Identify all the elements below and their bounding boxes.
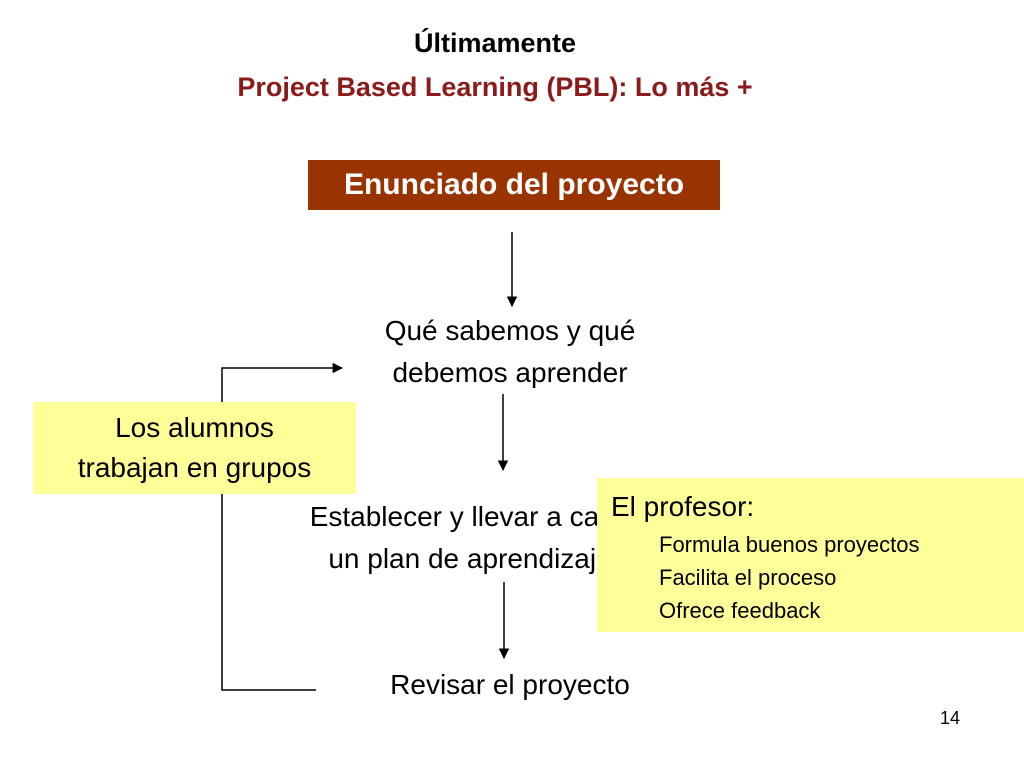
teacher-note: El profesor: Formula buenos proyectos Fa… xyxy=(597,478,1024,632)
step-know-and-learn-line2: debemos aprender xyxy=(392,357,628,388)
students-note-line2: trabajan en grupos xyxy=(77,452,312,483)
teacher-note-list: Formula buenos proyectos Facilita el pro… xyxy=(611,528,1024,627)
slide-title: Últimamente xyxy=(413,28,577,58)
step-know-and-learn: Qué sabemos y qué debemos aprender xyxy=(310,310,710,394)
step-review-project: Revisar el proyecto xyxy=(390,669,630,700)
slide-subtitle: Project Based Learning (PBL): Lo más + xyxy=(237,72,753,102)
students-note: Los alumnos trabajan en grupos xyxy=(33,402,356,494)
teacher-note-item: Formula buenos proyectos xyxy=(659,532,920,557)
teacher-note-item: Ofrece feedback xyxy=(659,598,821,623)
teacher-note-heading: El profesor: xyxy=(611,491,755,522)
step-learning-plan-line1: Establecer y llevar a cabo xyxy=(309,501,631,532)
students-note-line1: Los alumnos xyxy=(115,412,274,443)
teacher-note-item: Facilita el proceso xyxy=(659,565,837,590)
step-learning-plan-line2: un plan de aprendizaje xyxy=(328,543,612,574)
page-number: 14 xyxy=(939,708,961,728)
project-statement-box: Enunciado del proyecto xyxy=(308,160,720,210)
project-statement-label: Enunciado del proyecto xyxy=(343,168,685,201)
step-learning-plan: Establecer y llevar a cabo un plan de ap… xyxy=(250,496,690,580)
step-know-and-learn-line1: Qué sabemos y qué xyxy=(384,315,636,346)
